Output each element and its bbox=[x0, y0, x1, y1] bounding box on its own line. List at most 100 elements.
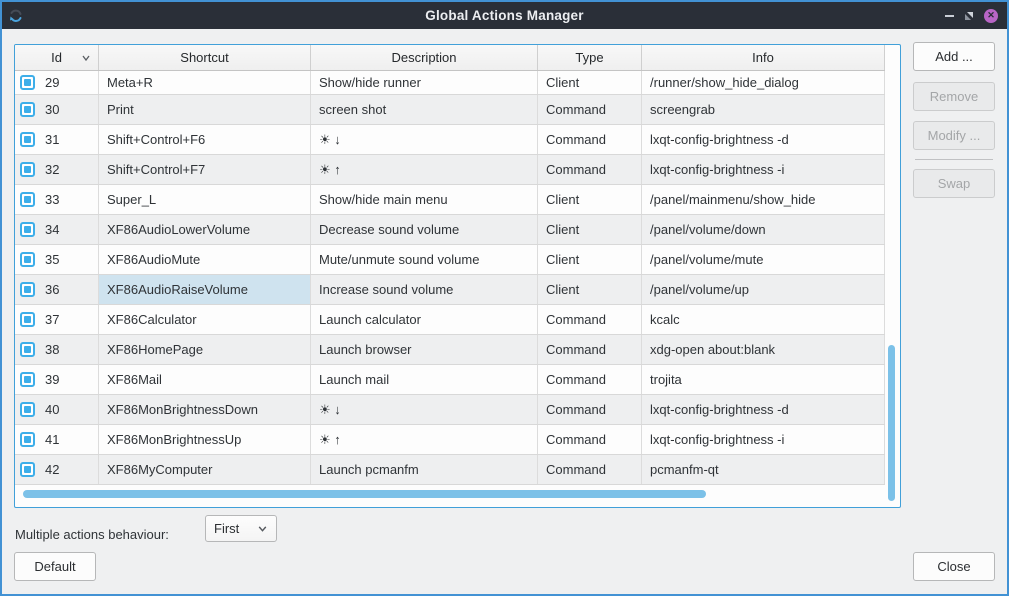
row-checkbox[interactable] bbox=[20, 192, 35, 207]
cell-type[interactable]: Command bbox=[538, 425, 642, 454]
cell-type[interactable]: Command bbox=[538, 125, 642, 154]
row-checkbox[interactable] bbox=[20, 252, 35, 267]
row-checkbox[interactable] bbox=[20, 432, 35, 447]
cell-info[interactable]: /panel/mainmenu/show_hide bbox=[642, 185, 885, 214]
cell-shortcut[interactable]: XF86Calculator bbox=[99, 305, 311, 334]
cell-description[interactable]: Show/hide runner bbox=[311, 71, 538, 94]
cell-description[interactable]: Decrease sound volume bbox=[311, 215, 538, 244]
cell-type[interactable]: Client bbox=[538, 185, 642, 214]
row-checkbox[interactable] bbox=[20, 282, 35, 297]
minimize-button[interactable] bbox=[945, 9, 954, 23]
cell-info[interactable]: lxqt-config-brightness -d bbox=[642, 395, 885, 424]
row-checkbox[interactable] bbox=[20, 462, 35, 477]
cell-shortcut[interactable]: XF86MonBrightnessUp bbox=[99, 425, 311, 454]
cell-shortcut[interactable]: XF86MyComputer bbox=[99, 455, 311, 484]
row-checkbox[interactable] bbox=[20, 402, 35, 417]
cell-shortcut[interactable]: Super_L bbox=[99, 185, 311, 214]
cell-type[interactable]: Client bbox=[538, 71, 642, 94]
cell-shortcut[interactable]: XF86Mail bbox=[99, 365, 311, 394]
close-window-button[interactable]: ✕ bbox=[984, 8, 998, 23]
row-checkbox[interactable] bbox=[20, 342, 35, 357]
cell-description[interactable]: ☀ ↑ bbox=[311, 425, 538, 454]
cell-info[interactable]: lxqt-config-brightness -i bbox=[642, 155, 885, 184]
modify-button[interactable]: Modify ... bbox=[913, 121, 995, 150]
remove-button[interactable]: Remove bbox=[913, 82, 995, 111]
cell-info[interactable]: trojita bbox=[642, 365, 885, 394]
cell-info[interactable]: xdg-open about:blank bbox=[642, 335, 885, 364]
row-checkbox[interactable] bbox=[20, 222, 35, 237]
cell-type[interactable]: Command bbox=[538, 395, 642, 424]
column-header-type[interactable]: Type bbox=[538, 45, 642, 70]
cell-shortcut[interactable]: Meta+R bbox=[99, 71, 311, 94]
cell-description[interactable]: Launch browser bbox=[311, 335, 538, 364]
swap-button[interactable]: Swap bbox=[913, 169, 995, 198]
cell-description[interactable]: Mute/unmute sound volume bbox=[311, 245, 538, 274]
cell-description[interactable]: screen shot bbox=[311, 95, 538, 124]
cell-type[interactable]: Client bbox=[538, 275, 642, 304]
titlebar[interactable]: Global Actions Manager ✕ bbox=[2, 2, 1007, 29]
cell-shortcut[interactable]: XF86AudioLowerVolume bbox=[99, 215, 311, 244]
cell-info[interactable]: /runner/show_hide_dialog bbox=[642, 71, 885, 94]
cell-description[interactable]: Increase sound volume bbox=[311, 275, 538, 304]
cell-type[interactable]: Client bbox=[538, 215, 642, 244]
cell-type[interactable]: Command bbox=[538, 95, 642, 124]
row-checkbox[interactable] bbox=[20, 312, 35, 327]
row-checkbox[interactable] bbox=[20, 132, 35, 147]
cell-type[interactable]: Command bbox=[538, 365, 642, 394]
cell-description[interactable]: ☀ ↑ bbox=[311, 155, 538, 184]
vertical-scrollbar[interactable] bbox=[888, 345, 895, 501]
cell-description[interactable]: ☀ ↓ bbox=[311, 125, 538, 154]
cell-shortcut[interactable]: XF86HomePage bbox=[99, 335, 311, 364]
cell-info[interactable]: /panel/volume/mute bbox=[642, 245, 885, 274]
column-header-id[interactable]: Id bbox=[15, 45, 99, 70]
cell-type[interactable]: Command bbox=[538, 155, 642, 184]
cell-shortcut[interactable]: Shift+Control+F6 bbox=[99, 125, 311, 154]
cell-description[interactable]: Show/hide main menu bbox=[311, 185, 538, 214]
cell-shortcut[interactable]: XF86AudioRaiseVolume bbox=[99, 275, 311, 304]
cell-info[interactable]: /panel/volume/down bbox=[642, 215, 885, 244]
horizontal-scrollbar[interactable] bbox=[23, 490, 706, 498]
column-header-shortcut[interactable]: Shortcut bbox=[99, 45, 311, 70]
cell-type[interactable]: Command bbox=[538, 305, 642, 334]
cell-description[interactable]: Launch calculator bbox=[311, 305, 538, 334]
cell-type[interactable]: Command bbox=[538, 455, 642, 484]
cell-shortcut[interactable]: XF86MonBrightnessDown bbox=[99, 395, 311, 424]
cell-info[interactable]: kcalc bbox=[642, 305, 885, 334]
row-checkbox[interactable] bbox=[20, 102, 35, 117]
cell-description[interactable]: ☀ ↓ bbox=[311, 395, 538, 424]
column-header-info[interactable]: Info bbox=[642, 45, 885, 70]
row-checkbox[interactable] bbox=[20, 162, 35, 177]
row-checkbox[interactable] bbox=[20, 372, 35, 387]
cell-info[interactable]: /panel/volume/up bbox=[642, 275, 885, 304]
restore-button[interactable] bbox=[963, 10, 975, 22]
cell-type[interactable]: Command bbox=[538, 335, 642, 364]
cell-shortcut[interactable]: Shift+Control+F7 bbox=[99, 155, 311, 184]
cell-info[interactable]: screengrab bbox=[642, 95, 885, 124]
cell-description[interactable]: Launch mail bbox=[311, 365, 538, 394]
cell-info[interactable]: lxqt-config-brightness -d bbox=[642, 125, 885, 154]
cell-shortcut[interactable]: Print bbox=[99, 95, 311, 124]
cell-info[interactable]: pcmanfm-qt bbox=[642, 455, 885, 484]
add-button[interactable]: Add ... bbox=[913, 42, 995, 71]
cell-description[interactable]: Launch pcmanfm bbox=[311, 455, 538, 484]
cell-info[interactable]: lxqt-config-brightness -i bbox=[642, 425, 885, 454]
column-header-description[interactable]: Description bbox=[311, 45, 538, 70]
behaviour-select[interactable]: First bbox=[205, 515, 277, 542]
default-button[interactable]: Default bbox=[14, 552, 96, 581]
row-checkbox[interactable] bbox=[20, 75, 35, 90]
close-button[interactable]: Close bbox=[913, 552, 995, 581]
cell-shortcut[interactable]: XF86AudioMute bbox=[99, 245, 311, 274]
